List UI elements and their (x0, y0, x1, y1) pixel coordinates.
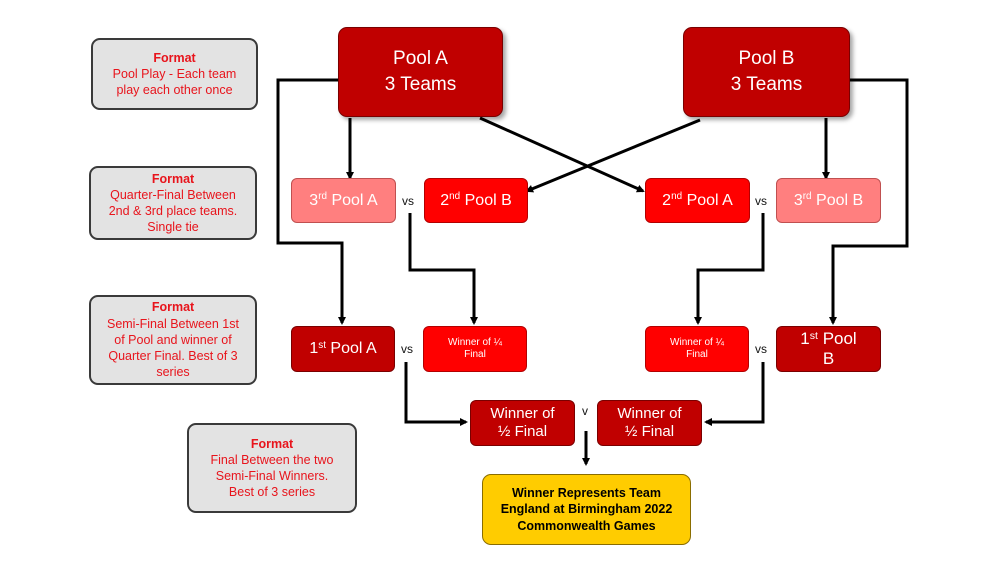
format-line: Pool Play - Each team (112, 66, 237, 81)
winner-text-line: England at Birmingham 2022 (500, 502, 673, 517)
quarter-final-3rd-pool-a: 3rd Pool A (291, 178, 396, 223)
ordinal-suffix: nd (671, 191, 683, 203)
final-winner-sf-left: Winner of ½ Final (470, 400, 575, 446)
format-box-semi-final: Format Semi-Final Between 1st of Pool an… (89, 295, 257, 385)
semi-final-winner-qf-left: Winner of ¼ Final (423, 326, 527, 372)
pool-b-box: Pool B 3 Teams (683, 27, 850, 117)
format-line: Semi-Final Between 1st (106, 316, 239, 331)
connector-pool-b-to-2nd-pool-b (525, 118, 701, 193)
pool-a-name: Pool A (393, 48, 448, 70)
winner-line: Winner of (617, 405, 682, 422)
vs-label-sf-left: vs (401, 342, 413, 356)
format-line: 2nd & 3rd place teams. (108, 204, 238, 218)
ordinal-suffix: st (809, 329, 818, 342)
pool-b-teams: 3 Teams (730, 74, 803, 95)
team-label: Pool B (464, 191, 512, 209)
format-line: of Pool and winner of (114, 332, 232, 347)
format-line: Final Between the two (210, 452, 334, 467)
ordinal: 1 (309, 340, 319, 358)
winner-line: Winner of ¼ (670, 337, 724, 348)
format-title: Format (151, 171, 195, 186)
format-box-final: Format Final Between the two Semi-Final … (187, 423, 357, 513)
ordinal-suffix: rd (318, 191, 327, 203)
ordinal: 2 (662, 191, 672, 209)
team-label: Pool B (816, 191, 864, 209)
connector-sf-right-to-final (704, 362, 765, 426)
ordinal-suffix: nd (449, 191, 461, 203)
team-label: Pool A (330, 340, 377, 358)
format-line: Quarter-Final Between (110, 187, 236, 202)
semi-final-winner-qf-right: Winner of ¼ Final (645, 326, 749, 372)
vs-label-sf-right: vs (755, 342, 767, 356)
winner-line: Winner of ¼ (448, 337, 502, 348)
final-winner-sf-right: Winner of ½ Final (597, 400, 702, 446)
ordinal: 2 (440, 191, 450, 209)
winner-line: Winner of (490, 405, 555, 422)
quarter-final-2nd-pool-b: 2nd Pool B (424, 178, 528, 223)
winner-line: ½ Final (497, 423, 548, 440)
format-title: Format (250, 436, 294, 451)
vs-label-qf-right: vs (755, 194, 767, 208)
quarter-final-3rd-pool-b: 3rd Pool B (776, 178, 881, 223)
ordinal-suffix: st (318, 339, 326, 351)
team-label: Pool A (331, 191, 378, 209)
format-line: Semi-Final Winners. (215, 469, 329, 483)
format-box-pool-play: Format Pool Play - Each team play each o… (91, 38, 258, 110)
ordinal-suffix: rd (802, 191, 812, 203)
quarter-final-2nd-pool-a: 2nd Pool A (645, 178, 750, 223)
ordinal: 3 (309, 191, 319, 209)
format-line: Single tie (147, 220, 199, 235)
format-line: Quarter Final. Best of 3 (108, 349, 238, 364)
semi-final-1st-pool-a: 1st Pool A (291, 326, 395, 372)
team-label: Pool (822, 329, 857, 349)
format-line: series (156, 365, 190, 380)
ordinal: 1 (800, 329, 810, 349)
pool-b-name: Pool B (738, 48, 795, 70)
pool-a-teams: 3 Teams (384, 74, 457, 95)
winner-text-line: Winner Represents Team (511, 486, 661, 501)
winner-line: ½ Final (624, 423, 675, 440)
winner-line: Final (686, 349, 708, 360)
vs-label-qf-left: vs (402, 194, 414, 208)
format-line: Best of 3 series (228, 485, 316, 500)
connector-pool-b-to-1st-pool-b (829, 78, 909, 325)
connector-sf-left-to-final (404, 362, 468, 426)
vs-label-final: v (582, 404, 588, 418)
connector-qf-right-to-winner (694, 213, 765, 325)
format-line: play each other once (116, 83, 233, 98)
ordinal: 3 (793, 191, 803, 209)
connector-pool-a-to-2nd-pool-a (479, 116, 645, 193)
team-label: Pool A (686, 191, 733, 209)
semi-final-1st-pool-b: 1st Pool B (776, 326, 881, 372)
winner-text-line: Commonwealth Games (517, 518, 656, 533)
pool-a-box: Pool A 3 Teams (338, 27, 503, 117)
team-label-cont: B (822, 349, 835, 368)
winner-line: Final (464, 349, 486, 360)
winner-box: Winner Represents Team England at Birmin… (482, 474, 691, 545)
format-box-quarter-final: Format Quarter-Final Between 2nd & 3rd p… (89, 166, 257, 240)
connector-pool-a-to-1st-pool-a (276, 78, 346, 325)
connector-qf-left-to-winner (408, 213, 478, 325)
format-title: Format (151, 300, 195, 315)
format-title: Format (153, 50, 196, 65)
